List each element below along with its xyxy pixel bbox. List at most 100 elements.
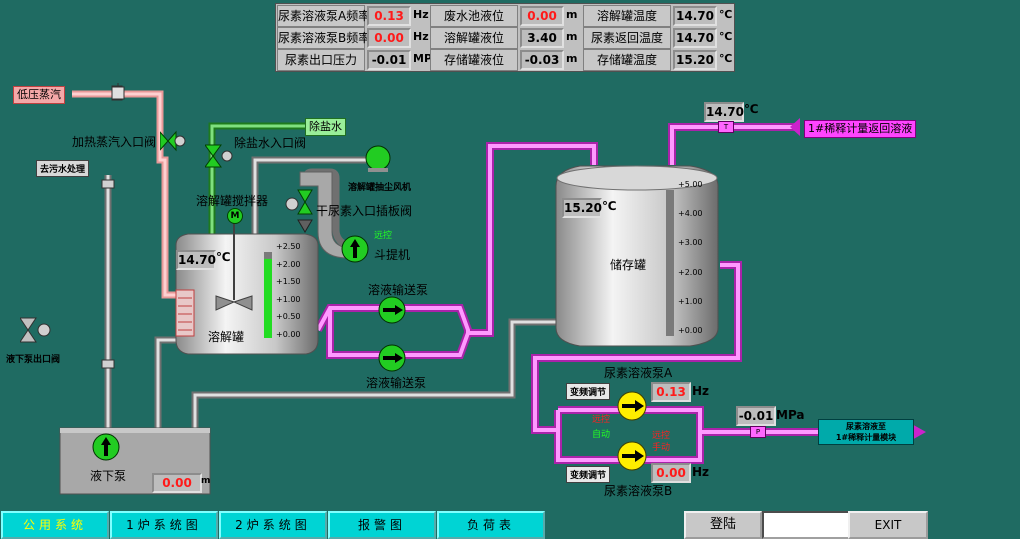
drain-valve-icon[interactable] — [20, 316, 52, 344]
top-table-value: -0.01 — [367, 50, 411, 70]
scale-tick-label: +1.00 — [276, 294, 301, 304]
top-table-value: 3.40 — [520, 28, 564, 48]
exit-button[interactable]: EXIT — [848, 511, 928, 539]
dust-fan-icon[interactable] — [364, 144, 392, 172]
dissolver-level-fill — [264, 258, 272, 338]
scale-tick-label: +2.00 — [276, 259, 301, 269]
sump-level-value: 0.00 — [152, 473, 202, 493]
top-table-label: 尿素溶液泵B频率 — [277, 27, 370, 49]
manual-b-label: 手动 — [652, 443, 671, 453]
urea-pump-b-icon[interactable] — [616, 440, 648, 472]
scale-tick-label: +0.00 — [276, 330, 301, 339]
bucket-elevator-pump-icon[interactable] — [340, 234, 370, 264]
return-temp-unit: ℃ — [744, 102, 759, 116]
storage-level-track — [666, 190, 674, 336]
outlet-pressure-unit: MPa — [776, 408, 805, 422]
dissolver-temp-unit: ℃ — [216, 250, 231, 264]
nav-alarm-view[interactable]: 报警图 — [328, 511, 436, 539]
storage-scale: +5.00+4.00+3.00+2.00+1.00+0.00 — [678, 180, 718, 340]
transfer-pump-1-icon[interactable] — [377, 295, 407, 325]
dissolver-scale: +2.50 +2.00 +1.50 +1.00 +0.50 +0.00 — [276, 242, 318, 342]
pump-b-label: 尿素溶液泵B — [604, 484, 673, 498]
top-table-label: 存储罐温度 — [583, 49, 671, 71]
storage-temp-value: 15.20 — [562, 198, 602, 218]
top-table-label: 溶解罐液位 — [430, 27, 518, 49]
top-table-value: -0.03 — [520, 50, 564, 70]
urea-pump-a-icon[interactable] — [616, 390, 648, 422]
remote-label: 远控 — [374, 231, 393, 241]
scale-tick-label: +5.00 — [678, 180, 703, 189]
pump-a-freq-value: 0.13 — [651, 382, 691, 402]
low-pressure-steam-label: 低压蒸汽 — [13, 86, 65, 104]
top-table-value: 0.00 — [367, 28, 411, 48]
scale-tick-label: +1.00 — [678, 296, 703, 306]
return-temp-value: 14.70 — [704, 102, 744, 122]
urea-valve-icon[interactable] — [284, 186, 314, 234]
top-table-value: 14.70 — [673, 28, 717, 48]
scale-tick-label: +0.50 — [276, 312, 301, 322]
login-input[interactable] — [762, 511, 850, 539]
desalt-valve-icon[interactable] — [205, 144, 235, 170]
outlet-pressure-value: -0.01 — [736, 406, 776, 426]
outlet-pressure-transmitter-icon: P — [750, 426, 766, 438]
sump-level-unit: m — [201, 476, 211, 486]
top-table-unit: m — [566, 8, 578, 21]
freq-a-label: 变频调节 — [566, 383, 611, 400]
freq-b-label: 变频调节 — [566, 466, 611, 483]
top-table-label: 尿素溶液泵A频率 — [277, 5, 370, 27]
heating-valve-label: 加热蒸汽入口阀 — [72, 135, 157, 149]
to-wastewater-label: 去污水处理 — [36, 160, 90, 177]
bucket-elevator-label: 斗提机 — [374, 248, 411, 262]
pump-a-freq-unit: Hz — [692, 384, 710, 398]
top-table-label: 存储罐液位 — [430, 49, 518, 71]
top-table-unit: ℃ — [719, 8, 733, 21]
scale-tick-label: +3.00 — [678, 238, 703, 248]
top-table-unit: ℃ — [719, 52, 733, 65]
nav-utility-system[interactable]: 公用系统 — [1, 511, 109, 539]
storage-temp-unit: ℃ — [602, 199, 617, 213]
nav-load-table[interactable]: 负荷表 — [437, 511, 545, 539]
top-table-value: 0.00 — [520, 6, 564, 26]
dissolver-temp-value: 14.70 — [176, 250, 216, 270]
drain-valve-label: 液下泵出口阀 — [6, 355, 61, 365]
agitator-motor-icon[interactable]: M — [227, 208, 243, 224]
top-table-label: 溶解罐温度 — [583, 5, 671, 27]
scale-tick-label: +4.00 — [678, 209, 703, 219]
nav-boiler2-system[interactable]: 2炉系统图 — [219, 511, 327, 539]
top-table-value: 14.70 — [673, 6, 717, 26]
pump-b-freq-value: 0.00 — [651, 463, 691, 483]
desalt-water-label: 除盐水 — [305, 118, 346, 136]
nav-boiler1-system[interactable]: 1炉系统图 — [110, 511, 218, 539]
scale-tick-label: +1.50 — [276, 277, 301, 287]
top-table-unit: m — [566, 30, 578, 43]
sump-pump-icon[interactable] — [91, 432, 121, 462]
top-table-value: 0.13 — [367, 6, 411, 26]
sump-pump-label: 液下泵 — [90, 469, 127, 483]
top-table-label: 尿素出口压力 — [277, 49, 365, 71]
top-table-unit: Hz — [413, 30, 429, 43]
top-table-label: 废水池液位 — [430, 5, 518, 27]
top-table-unit: ℃ — [719, 30, 733, 43]
transfer-pump-2-icon[interactable] — [377, 343, 407, 373]
top-table-value: 15.20 — [673, 50, 717, 70]
top-table-unit: Hz — [413, 8, 429, 21]
pump1-label: 溶液输送泵 — [368, 283, 429, 297]
login-label[interactable]: 登陆 — [684, 511, 762, 539]
heating-valve-icon[interactable] — [160, 130, 186, 152]
return-line-label: 1#稀释计量返回溶液 — [804, 120, 917, 138]
return-temp-transmitter-icon: T — [718, 121, 734, 133]
scale-tick-label: +2.50 — [276, 242, 301, 251]
pump2-label: 溶液输送泵 — [366, 376, 427, 390]
top-table-unit: m — [566, 52, 578, 65]
pump-b-freq-unit: Hz — [692, 465, 710, 479]
dissolver-label: 溶解罐 — [208, 330, 245, 344]
steam-pipe — [72, 90, 178, 299]
return-arrow — [790, 118, 800, 136]
dissolver-mixer-label: 溶解罐搅拌器 — [196, 194, 269, 208]
outlet-arrow — [910, 423, 926, 441]
agitator — [215, 220, 253, 311]
dust-fan-label: 溶解罐抽尘风机 — [348, 183, 412, 193]
steam-valve-icon[interactable] — [110, 83, 126, 101]
